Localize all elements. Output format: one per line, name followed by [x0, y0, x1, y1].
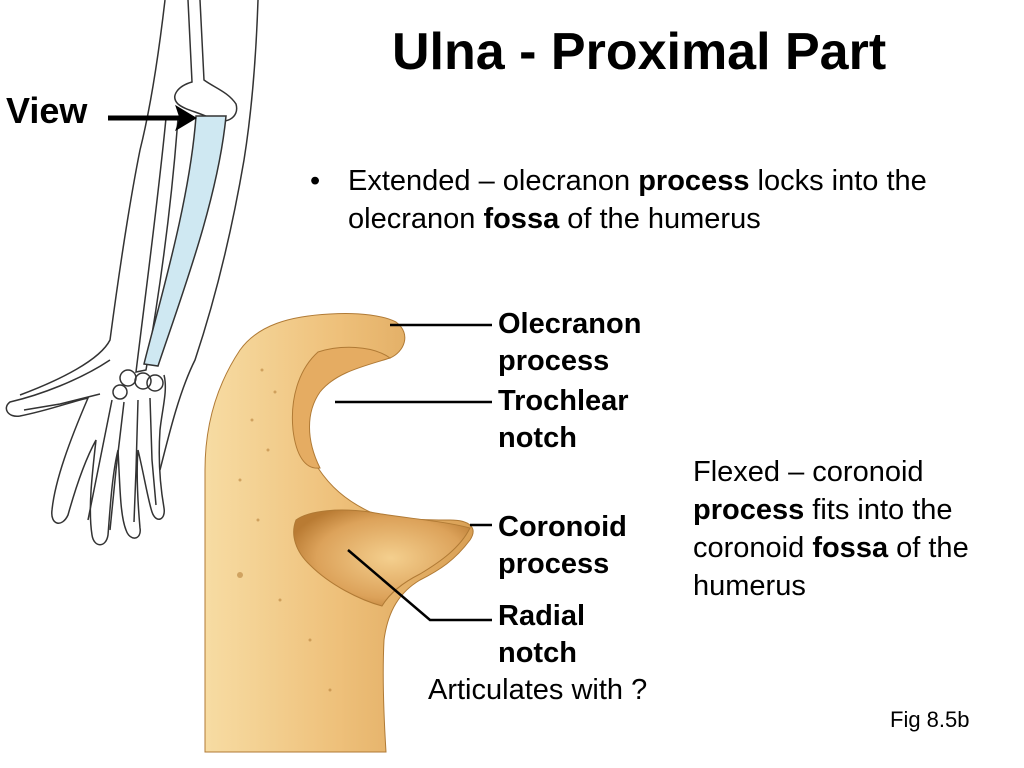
label-line: process: [498, 345, 610, 377]
bullet-part: of the humerus: [559, 203, 761, 235]
label-line: process: [498, 548, 610, 580]
label-line: Olecranon: [498, 308, 642, 340]
trochlear-notch-shape: [291, 346, 392, 469]
bullet-part: Extended – olecranon: [348, 165, 639, 197]
arm-diagram: [5, 0, 259, 546]
view-arrow: [108, 104, 197, 132]
label-line: Coronoid: [498, 511, 627, 543]
label-line: Radial: [498, 600, 586, 632]
bullet-part-bold: fossa: [483, 203, 560, 235]
humerus-bone: [174, 0, 238, 122]
flexed-note: Flexed – coronoid process fits into the …: [693, 453, 1013, 605]
flexed-part: fits into the coronoid: [693, 494, 953, 564]
ulna-highlight: [143, 115, 227, 367]
bullet-extended-text: Extended – olecranon process locks into …: [348, 162, 1008, 238]
label-radial-notch: Radial notch: [498, 598, 585, 672]
radius-bone: [135, 117, 179, 373]
label-coronoid-process: Coronoid process: [498, 509, 627, 583]
ulna-bone-illustration: [204, 313, 474, 753]
flexed-part-bold: fossa: [812, 532, 889, 564]
arm-outline-right: [159, 0, 259, 471]
flexed-part: of the humerus: [693, 532, 969, 602]
hand-outline: [5, 359, 167, 546]
question-text: Articulates with ?: [428, 674, 648, 706]
label-line: Trochlear: [498, 385, 629, 417]
arm-outline-left: [19, 0, 166, 396]
radial-notch-shape: [293, 509, 471, 607]
label-olecranon-process: Olecranon process: [498, 306, 641, 380]
bullet-part: locks into the olecranon: [348, 165, 927, 235]
leader-lines: [335, 323, 492, 622]
view-label: View: [6, 90, 88, 131]
slide-title: Ulna - Proximal Part: [392, 23, 887, 81]
label-line: notch: [498, 637, 577, 669]
label-line: notch: [498, 422, 577, 454]
bullet-marker: •: [310, 165, 321, 197]
flexed-part: Flexed – coronoid: [693, 456, 924, 488]
leader-radial: [347, 549, 492, 622]
bullet-part-bold: process: [638, 165, 750, 197]
label-trochlear-notch: Trochlear notch: [498, 383, 629, 457]
flexed-part-bold: process: [693, 494, 805, 526]
figure-reference: Fig 8.5b: [890, 707, 970, 732]
